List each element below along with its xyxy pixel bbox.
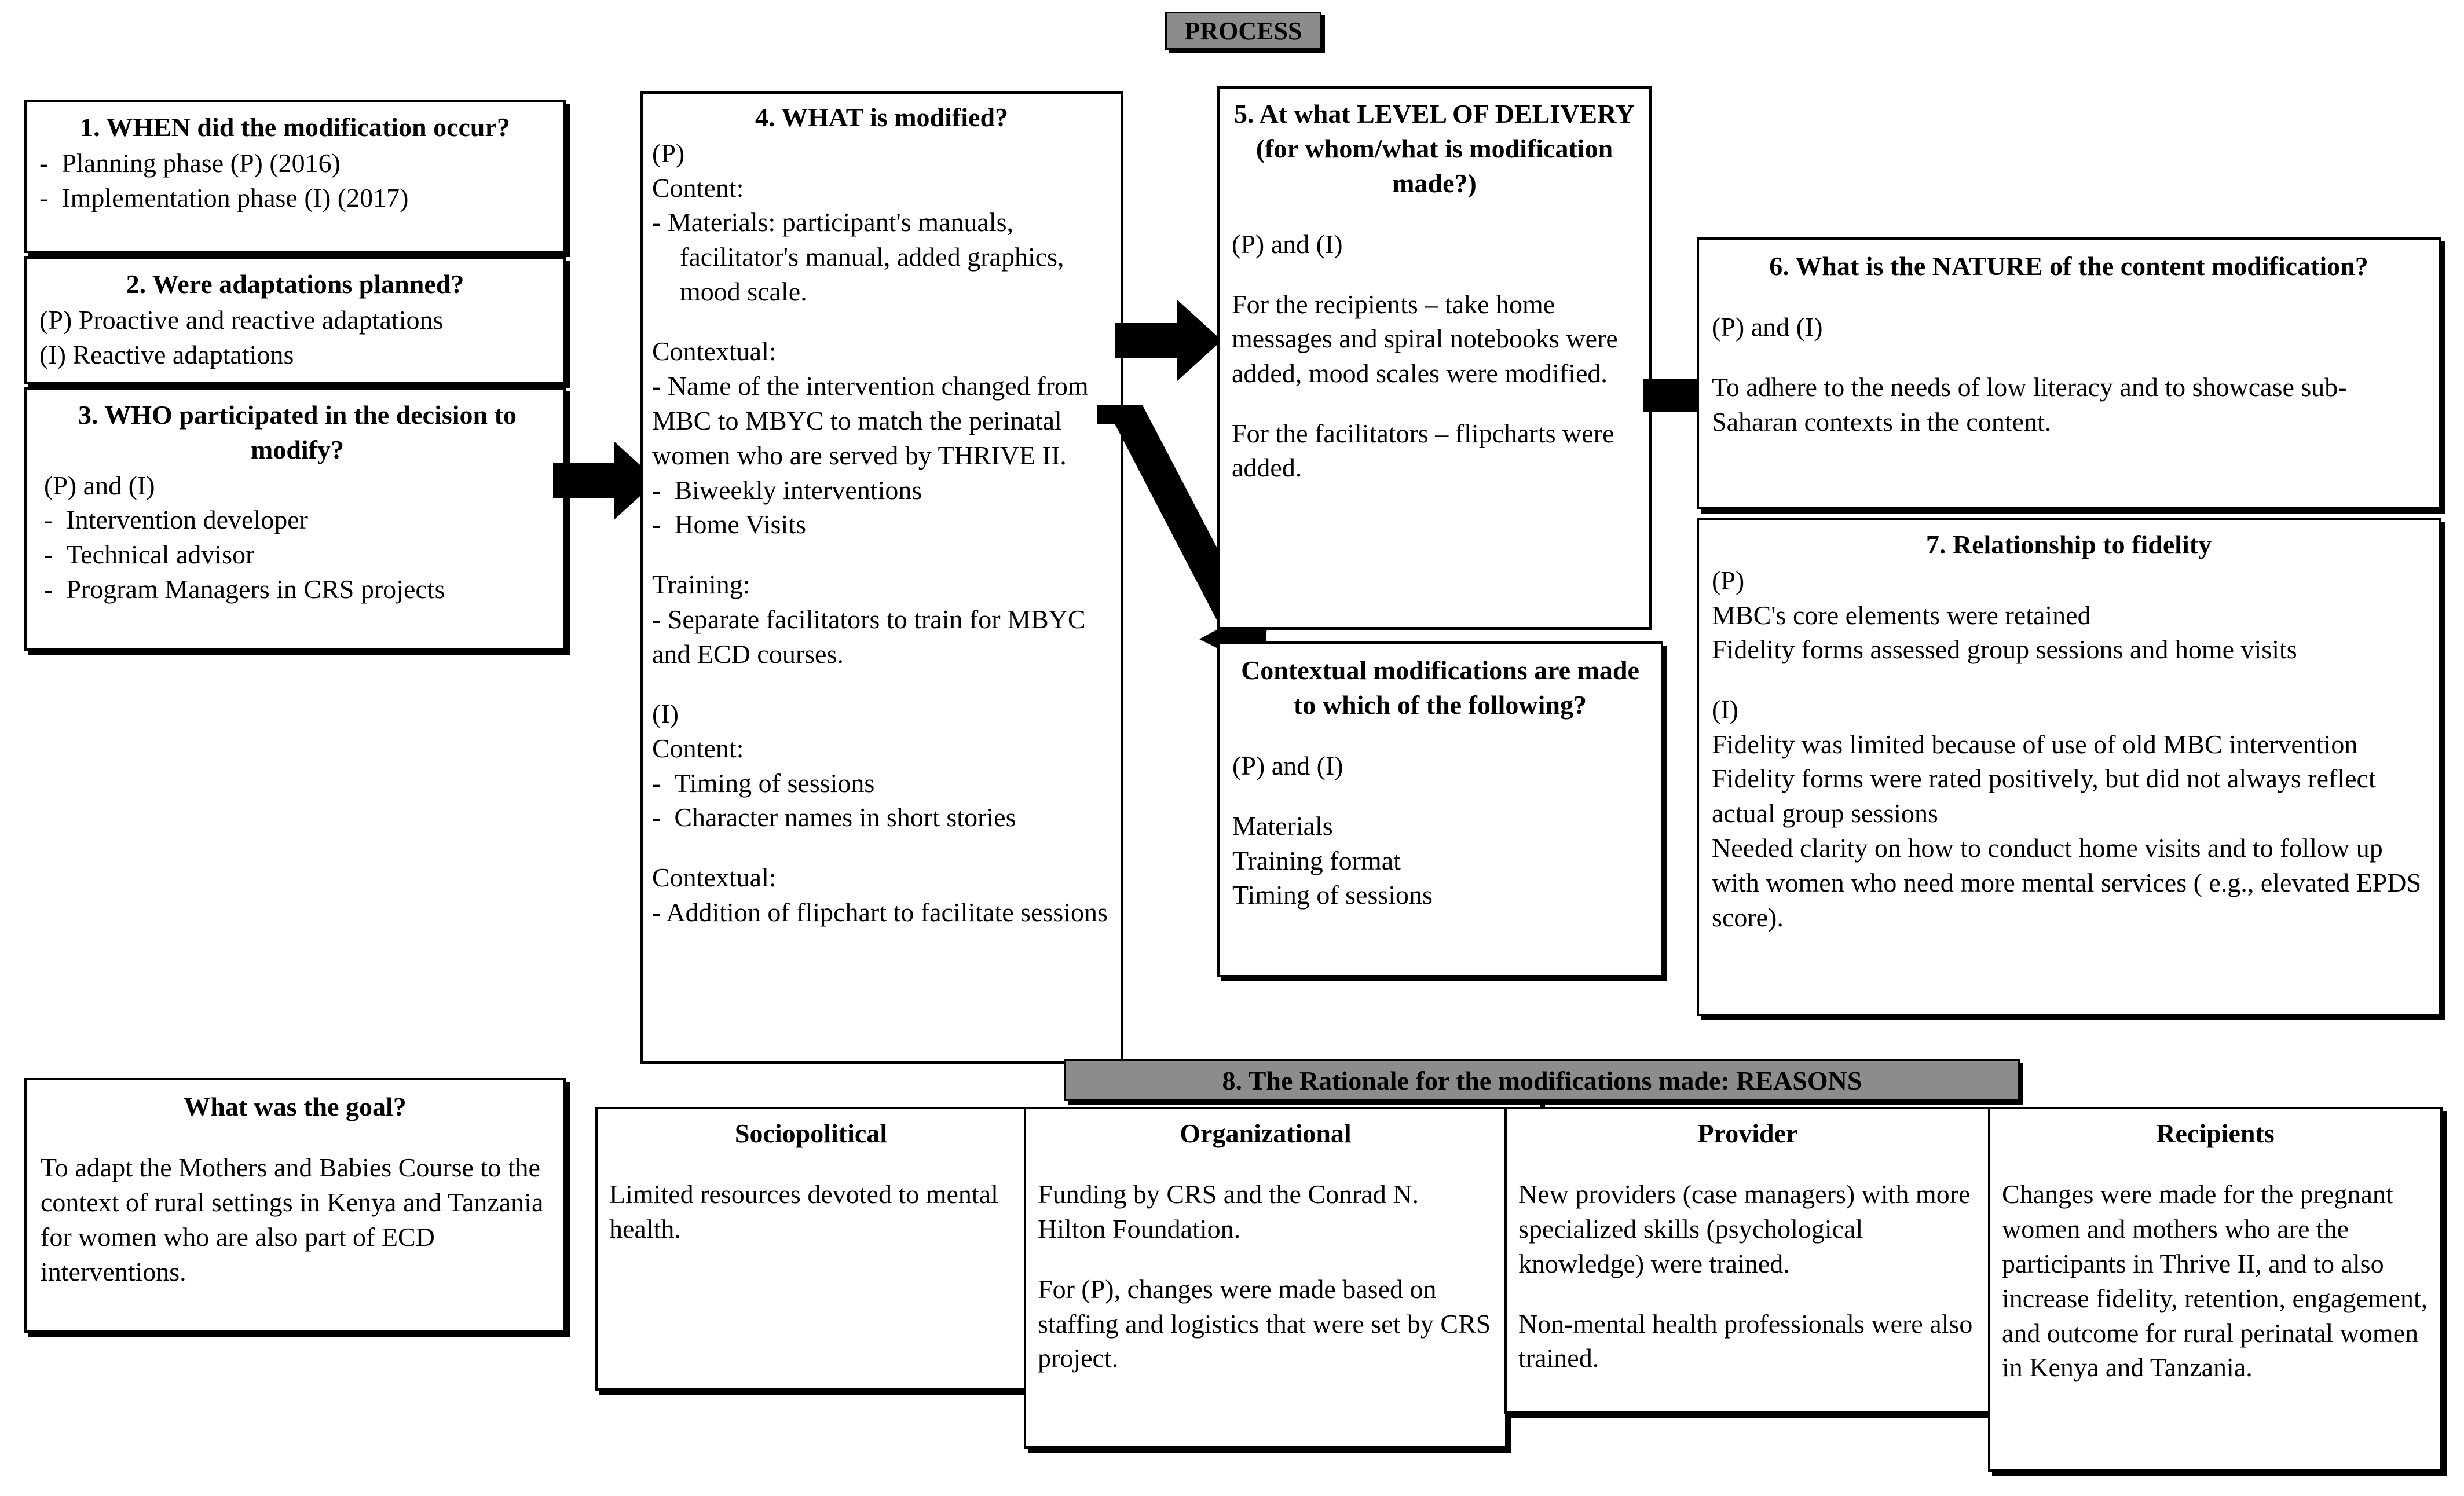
box-4-i-content-label: Content: [652,733,744,763]
spacer [1232,201,1637,227]
box-2-planned: 2. Were adaptations planned? (P) Proacti… [24,256,566,384]
box-4-contextual-item: - Name of the intervention changed from … [652,371,1089,470]
arrow-box4-to-box5-icon [1115,300,1222,381]
box-1-title: 1. WHEN did the modification occur? [80,112,510,142]
box-4-training-item: - Separate facilitators to train for MBY… [652,604,1086,669]
box-2-title: 2. Were adaptations planned? [126,269,464,299]
reasons-col-2-para-1: Non-mental health professionals were als… [1518,1308,1973,1373]
box-7-fidelity: 7. Relationship to fidelity (P) MBC's co… [1697,518,2441,1016]
reasons-col-1-header: Organizational [1180,1119,1352,1148]
box-4-i-contextual-item: - Addition of flipchart to facilitate se… [652,897,1108,927]
spacer [1038,1246,1493,1272]
box-1-item-1: - Implementation phase (I) (2017) [39,182,409,212]
box-6-nature: 6. What is the NATURE of the content mod… [1697,237,2441,509]
box-1-item-0: - Planning phase (P) (2016) [39,148,341,178]
box-3-item-1: - Technical advisor [44,540,255,570]
box-4-i-bullet-0: - Timing of sessions [652,768,875,798]
box-3-title: 3. WHO participated in the decision to m… [78,400,517,464]
reasons-column-sociopolitical: Sociopolitical Limited resources devoted… [595,1107,1027,1391]
box-2-line-0: (P) Proactive and reactive adaptations [39,305,444,335]
spacer [1232,783,1648,809]
box-6-title: 6. What is the NATURE of the content mod… [1769,251,2368,281]
spacer [1232,391,1637,416]
box-7-i-line-1: Fidelity forms were rated positively, bu… [1712,764,2376,828]
box-4-p-label: (P) [652,138,685,168]
box-contextual-modifications: Contextual modifications are made to whi… [1217,641,1663,977]
box-4-content-item: - Materials: participant's manuals, faci… [652,207,1064,306]
spacer [652,542,1111,567]
reasons-column-organizational: Organizational Funding by CRS and the Co… [1024,1107,1507,1449]
box-7-p-line-0: MBC's core elements were retained [1712,600,2091,630]
box-5-level-of-delivery: 5. At what LEVEL OF DELIVERY (for whom/w… [1217,86,1652,630]
spacer [2002,1152,2429,1178]
spacer [652,309,1111,335]
box-4-i-label: (I) [652,699,679,729]
process-banner: PROCESS [1165,12,1321,50]
box-4-contextual-bullet-0: - Biweekly interventions [652,475,922,505]
box-6-para: To adhere to the needs of low literacy a… [1712,372,2347,437]
box-1-when: 1. WHEN did the modification occur? - Pl… [24,100,566,253]
box-3-item-2: - Program Managers in CRS projects [44,574,445,604]
box-7-p-line-1: Fidelity forms assessed group sessions a… [1712,635,2297,665]
reasons-column-recipients: Recipients Changes were made for the pre… [1988,1107,2443,1472]
box-4-contextual-label: Contextual: [652,336,777,366]
spacer [652,835,1111,860]
box-contextual-item-2: Timing of sessions [1232,880,1433,910]
box-7-i-label: (I) [1712,694,1738,724]
reasons-banner-label: 8. The Rationale for the modifications m… [1222,1065,1862,1095]
box-5-intro: (P) and (I) [1232,229,1343,259]
box-4-training-label: Training: [652,569,750,599]
reasons-col-3-para-0: Changes were made for the pregnant women… [2002,1179,2428,1383]
box-4-content-label: Content: [652,173,744,203]
box-7-p-label: (P) [1712,565,1745,595]
box-goal: What was the goal? To adapt the Mothers … [24,1078,566,1333]
box-contextual-title: Contextual modifications are made to whi… [1241,655,1639,720]
reasons-col-0-header: Sociopolitical [734,1119,888,1148]
box-5-title: 5. At what LEVEL OF DELIVERY (for whom/w… [1234,99,1635,198]
reasons-col-1-para-1: For (P), changes were made based on staf… [1038,1274,1491,1373]
box-contextual-item-0: Materials [1232,811,1333,841]
box-3-intro: (P) and (I) [44,470,155,500]
reasons-col-3-header: Recipients [2156,1119,2275,1148]
spacer [41,1125,550,1151]
box-2-line-1: (I) Reactive adaptations [39,339,294,369]
spacer [1712,285,2426,310]
spacer [609,1152,1013,1178]
box-4-what: 4. WHAT is modified? (P) Content: - Mate… [640,91,1123,1064]
box-5-para-1: For the recipients – take home messages … [1232,289,1618,388]
spacer [1712,667,2426,692]
arrow-box3-to-box4-icon [553,441,657,520]
spacer [1712,344,2426,370]
box-6-intro: (P) and (I) [1712,312,1823,342]
box-4-i-contextual-label: Contextual: [652,862,777,892]
box-3-who: 3. WHO participated in the decision to m… [24,387,566,651]
spacer [1232,262,1637,287]
reasons-banner: 8. The Rationale for the modifications m… [1064,1059,2020,1101]
reasons-col-2-para-0: New providers (case managers) with more … [1518,1179,1971,1279]
box-contextual-intro: (P) and (I) [1232,751,1343,781]
process-banner-label: PROCESS [1184,16,1302,45]
box-goal-para: To adapt the Mothers and Babies Course t… [41,1153,544,1286]
box-4-title: 4. WHAT is modified? [755,102,1009,132]
spacer [1518,1152,1977,1178]
box-7-i-line-2: Needed clarity on how to conduct home vi… [1712,833,2422,932]
box-7-title: 7. Relationship to fidelity [1925,530,2212,559]
box-3-item-0: - Intervention developer [44,505,308,535]
box-5-para-2: For the facilitators – flipcharts were a… [1232,418,1614,483]
spacer [1518,1281,1977,1307]
spacer [652,671,1111,696]
box-4-contextual-bullet-1: - Home Visits [652,509,807,540]
reasons-column-provider: Provider New providers (case managers) w… [1504,1107,1991,1414]
spacer [1232,724,1648,749]
reasons-col-0-para-0: Limited resources devoted to mental heal… [609,1179,998,1244]
spacer [1038,1152,1493,1178]
box-4-i-bullet-1: - Character names in short stories [652,802,1016,833]
reasons-col-2-header: Provider [1697,1119,1798,1148]
box-contextual-item-1: Training format [1232,845,1401,875]
box-7-i-line-0: Fidelity was limited because of use of o… [1712,729,2358,759]
box-goal-title: What was the goal? [184,1092,407,1121]
reasons-col-1-para-0: Funding by CRS and the Conrad N. Hilton … [1038,1179,1419,1244]
